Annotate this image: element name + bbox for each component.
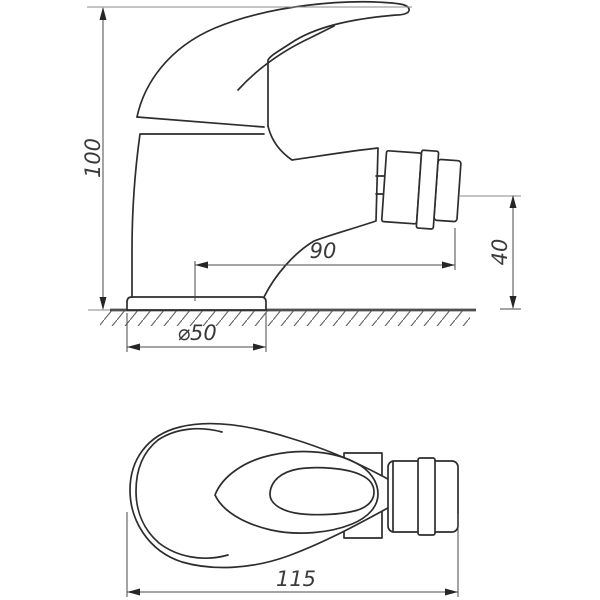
- dimension-base-diameter: ⌀50: [126, 313, 267, 352]
- arrowhead-left-icon: [127, 343, 140, 351]
- nozzle-ring-band: [415, 149, 440, 230]
- arrowhead-right-icon: [442, 261, 455, 269]
- plan-nozzle-ring-band: [417, 457, 436, 536]
- dimension-spout-reach: 90: [194, 228, 456, 301]
- arrowhead-down-icon: [509, 296, 517, 309]
- plan-view: 115: [126, 422, 459, 597]
- plan-inner-rim-line: [135, 427, 229, 559]
- arrowhead-right-icon: [253, 343, 266, 351]
- arrowhead-left-icon: [195, 261, 208, 269]
- dim-overall-length-label: 115: [276, 567, 316, 591]
- cap-bottom-slant-line: [136, 116, 265, 128]
- arrowhead-right-icon: [445, 588, 458, 596]
- body-left-edge: [131, 133, 141, 298]
- dim-outlet-height-label: 40: [488, 239, 512, 266]
- dimension-outlet-height: 40: [459, 195, 521, 310]
- arrowhead-left-icon: [127, 588, 140, 596]
- nozzle-segment: [380, 149, 423, 225]
- dim-spout-reach-label: 90: [310, 239, 337, 263]
- plan-handle-capsule: [269, 466, 375, 516]
- arrowhead-up-icon: [509, 195, 517, 208]
- front-view: 100 90 40 ⌀50: [81, 1, 521, 352]
- arrowhead-up-icon: [99, 7, 107, 20]
- plan-handle-outline: [214, 450, 379, 534]
- faucet-base: [126, 296, 267, 311]
- dim-base-diameter-label: ⌀50: [177, 321, 216, 345]
- dimension-overall-height: 100: [81, 6, 412, 310]
- plan-nozzle: [387, 457, 459, 536]
- body-right-edge-spout: [263, 125, 379, 298]
- arrowhead-down-icon: [99, 297, 107, 310]
- lever-handle-inner-contour: [237, 25, 335, 91]
- dimension-overall-length: 115: [126, 512, 459, 597]
- ground-hatching: [100, 311, 470, 326]
- plan-outer-outline: [129, 422, 396, 569]
- lever-handle-outline: [136, 1, 410, 127]
- aerator-nozzle: [380, 149, 462, 230]
- dim-overall-height-label: 100: [81, 138, 105, 178]
